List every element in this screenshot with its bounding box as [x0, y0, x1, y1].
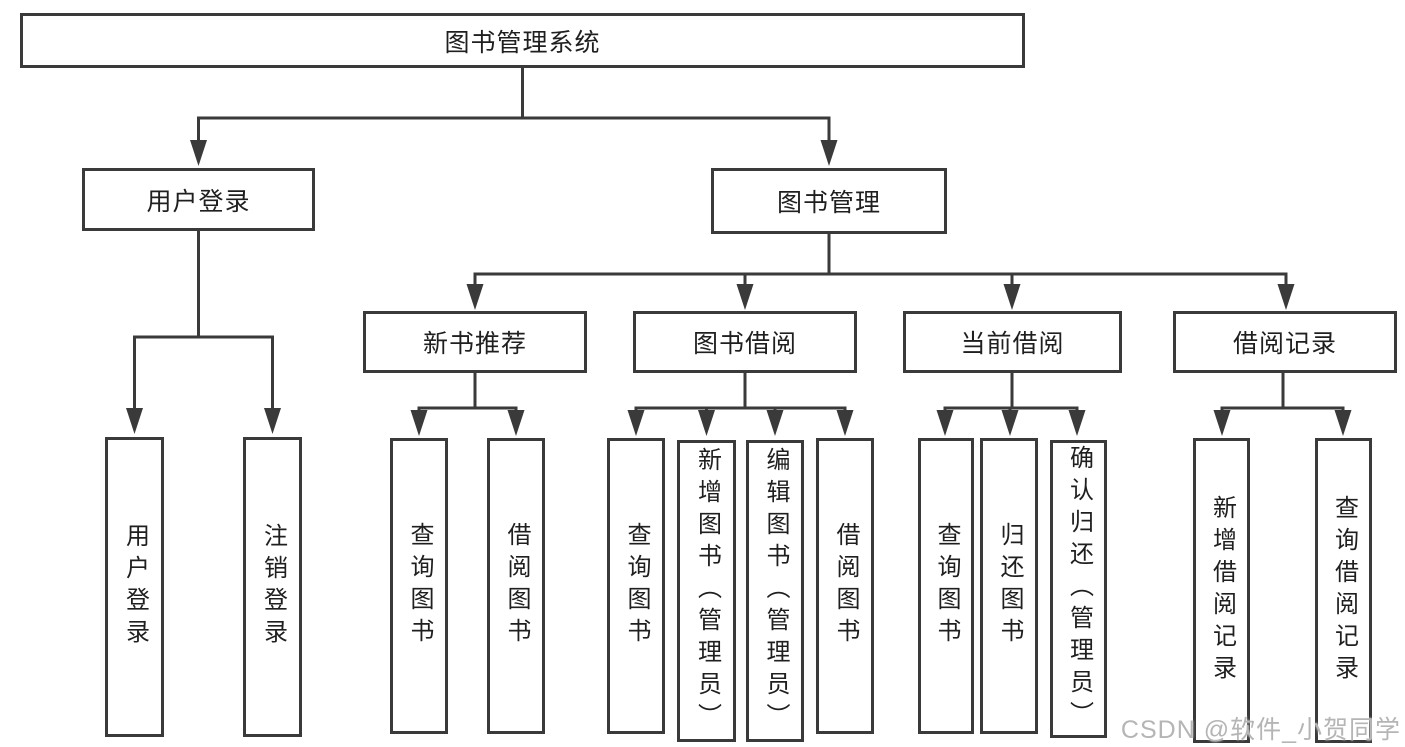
- node-new-book-recommend: 新书推荐: [363, 311, 587, 373]
- leaf-query-books-borrowing: 查询图书: [607, 438, 665, 734]
- node-label: 借阅记录: [1232, 330, 1337, 358]
- leaf-add-borrow-record: 新增借阅记录: [1193, 438, 1250, 743]
- node-label: 新增图书（管理员）: [693, 447, 721, 735]
- node-label: 图书管理系统: [444, 28, 601, 57]
- leaf-query-borrow-record: 查询借阅记录: [1315, 438, 1372, 743]
- leaf-query-books-recommend: 查询图书: [390, 438, 448, 734]
- node-label: 图书管理: [776, 189, 881, 217]
- leaf-borrow-books-recommend: 借阅图书: [487, 438, 545, 734]
- node-label: 用户登录: [146, 187, 251, 216]
- node-book-borrowing: 图书借阅: [633, 311, 857, 373]
- node-book-management: 图书管理: [711, 168, 947, 234]
- node-label: 查询借阅记录: [1330, 494, 1358, 687]
- watermark-text: CSDN @软件_小贺同学: [1120, 716, 1401, 744]
- leaf-borrow-books-borrowing: 借阅图书: [816, 438, 874, 734]
- node-label: 借阅图书: [832, 522, 859, 650]
- node-label: 新书推荐: [422, 330, 527, 358]
- node-label: 新增借阅记录: [1208, 494, 1236, 687]
- arrowhead-group: [126, 140, 1352, 436]
- node-borrowing-records: 借阅记录: [1173, 311, 1397, 373]
- node-label: 确认归还（管理员）: [1065, 445, 1093, 733]
- node-label: 查询图书: [623, 522, 650, 650]
- node-label: 编辑图书（管理员）: [762, 447, 789, 735]
- leaf-confirm-return-admin: 确认归还（管理员）: [1050, 440, 1107, 738]
- node-library-management-system: 图书管理系统: [20, 13, 1025, 68]
- node-label: 归还图书: [996, 522, 1023, 650]
- node-label: 借阅图书: [503, 522, 530, 650]
- node-label: 图书借阅: [692, 330, 797, 358]
- leaf-user-login: 用户登录: [105, 437, 164, 737]
- node-label: 查询图书: [406, 522, 433, 650]
- node-label: 用户登录: [121, 523, 149, 651]
- node-label: 注销登录: [259, 523, 287, 651]
- leaf-logout: 注销登录: [243, 437, 302, 737]
- node-current-borrowing: 当前借阅: [903, 311, 1122, 373]
- node-label: 当前借阅: [960, 330, 1065, 358]
- leaf-query-books-current: 查询图书: [918, 438, 974, 734]
- leaf-add-books-admin: 新增图书（管理员）: [677, 440, 736, 742]
- node-label: 查询图书: [933, 522, 960, 650]
- leaf-return-books: 归还图书: [980, 438, 1038, 734]
- leaf-edit-books-admin: 编辑图书（管理员）: [746, 440, 804, 742]
- node-user-login: 用户登录: [82, 168, 315, 231]
